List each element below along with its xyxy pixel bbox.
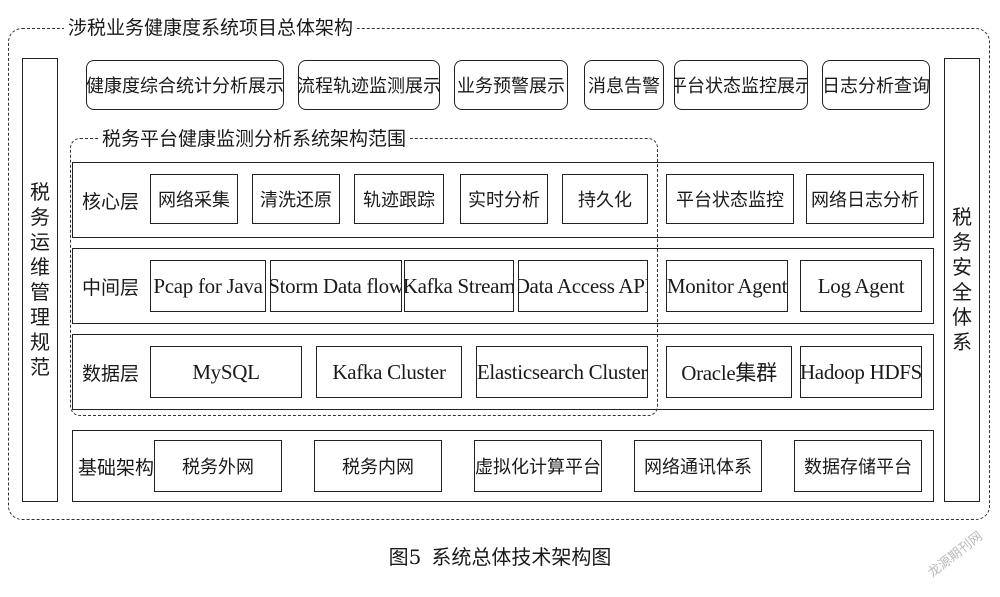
outer-title: 涉税业务健康度系统项目总体架构 (64, 17, 358, 39)
infra-item-data-storage: 数据存储平台 (794, 440, 922, 492)
infra-item-network-comm: 网络通讯体系 (634, 440, 762, 492)
middle-item-storm: Storm Data flow (270, 260, 402, 312)
watermark: 龙源期刊网 (924, 528, 986, 581)
right-column-security: 税务安全体系 (944, 58, 980, 502)
top-module-log-query: 日志分析查询 (822, 60, 930, 110)
data-layer-label: 数据层 (82, 362, 140, 385)
left-column-label: 税务运维管理规范 (30, 180, 50, 379)
figure-number: 图5 (388, 544, 422, 569)
figure-caption: 图5 系统总体技术架构图 (0, 540, 1000, 570)
core-item-persistence: 持久化 (562, 174, 648, 224)
top-module-business-alert: 业务预警展示 (454, 60, 568, 110)
right-column-label: 税务安全体系 (952, 205, 972, 354)
infra-item-tax-extranet: 税务外网 (154, 440, 282, 492)
data-item-kafka-cluster: Kafka Cluster (316, 346, 462, 398)
infra-layer-label: 基础架构 (78, 456, 155, 479)
core-item-network-capture: 网络采集 (150, 174, 238, 224)
inner-scope-title: 税务平台健康监测分析系统架构范围 (98, 128, 411, 150)
data-item-oracle-cluster: Oracle集群 (666, 346, 792, 398)
top-module-message-alarm: 消息告警 (584, 60, 664, 110)
top-module-health-stats: 健康度综合统计分析展示 (86, 60, 284, 110)
middle-item-pcap: Pcap for Java (150, 260, 266, 312)
data-layer-frame (72, 334, 934, 410)
core-layer-frame (72, 162, 934, 238)
middle-item-monitor-agent: Monitor Agent (666, 260, 788, 312)
core-item-network-log: 网络日志分析 (806, 174, 924, 224)
core-layer-label: 核心层 (82, 190, 140, 213)
infra-item-virtualization: 虚拟化计算平台 (474, 440, 602, 492)
data-item-hadoop-hdfs: Hadoop HDFS (800, 346, 922, 398)
middle-layer-frame (72, 248, 934, 324)
data-item-mysql: MySQL (150, 346, 302, 398)
infra-layer-frame (72, 430, 934, 502)
data-item-elasticsearch: Elasticsearch Cluster (476, 346, 648, 398)
top-module-platform-status: 平台状态监控展示 (674, 60, 808, 110)
core-item-realtime-analysis: 实时分析 (460, 174, 548, 224)
middle-item-kafka-stream: Kafka Stream (404, 260, 514, 312)
core-item-clean-restore: 清洗还原 (252, 174, 340, 224)
outer-architecture-frame (8, 28, 990, 520)
left-column-ops-standard: 税务运维管理规范 (22, 58, 58, 502)
core-item-trace-tracking: 轨迹跟踪 (354, 174, 444, 224)
core-item-platform-monitor: 平台状态监控 (666, 174, 794, 224)
middle-item-log-agent: Log Agent (800, 260, 922, 312)
figure-caption-text: 系统总体技术架构图 (431, 544, 612, 569)
top-module-flow-trace: 流程轨迹监测展示 (298, 60, 440, 110)
infra-item-tax-intranet: 税务内网 (314, 440, 442, 492)
middle-layer-label: 中间层 (82, 276, 140, 299)
middle-item-data-access-api: Data Access API (518, 260, 648, 312)
